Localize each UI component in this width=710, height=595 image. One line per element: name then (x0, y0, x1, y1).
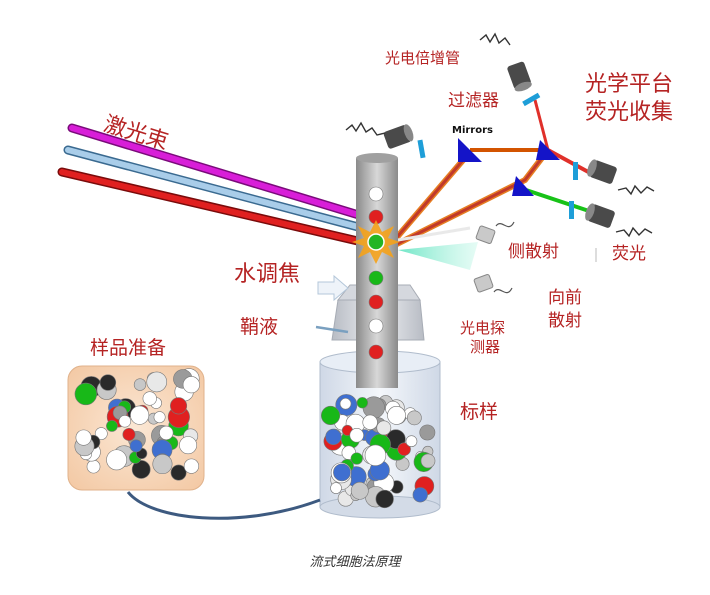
fluorescence-label: 荧光 (612, 244, 646, 264)
cell-icon (339, 397, 352, 410)
cell-icon (405, 435, 418, 448)
cell-icon (179, 436, 198, 455)
cell-icon (333, 463, 351, 482)
cell-icon (368, 186, 384, 202)
sheath-fluid-label: 鞘液 (240, 316, 279, 338)
detector-icon (585, 203, 615, 228)
cell-icon (412, 487, 428, 503)
photodetector-label-1: 光电探 (460, 319, 506, 337)
cell-icon (376, 420, 392, 436)
pmt-label: 光电倍增管 (385, 49, 461, 67)
mirrors (458, 138, 560, 196)
filter-label: 过滤器 (448, 91, 499, 111)
mirror-icon (512, 176, 534, 196)
cell-icon (375, 489, 394, 509)
cell-icon (131, 460, 151, 479)
mirrors-label: Mirrors (452, 125, 493, 136)
forward-scatter-label-2: 散射 (548, 311, 582, 331)
cell-icon (159, 425, 174, 441)
detectors (345, 32, 655, 294)
labeled-sample-label: 标样 (460, 401, 499, 423)
cell-icon (122, 428, 136, 441)
cell-icon (182, 376, 200, 394)
cell-icon (152, 454, 173, 475)
laser-spot (352, 220, 400, 264)
mirror-icon (458, 138, 482, 162)
detector-icon (587, 159, 617, 184)
cell-icon (130, 405, 150, 425)
sheath-line (315, 325, 349, 334)
filters (417, 92, 578, 219)
cell-icon (183, 458, 200, 474)
cell-icon (397, 442, 411, 456)
cell-icon (419, 424, 436, 441)
cell-icon (86, 459, 101, 474)
cell-icon (142, 391, 157, 406)
cell-icon (118, 415, 132, 428)
cell-icon (368, 270, 384, 286)
cell-icon (106, 449, 128, 471)
detector-icon (383, 124, 414, 149)
filter-icon (573, 162, 578, 180)
cell-icon (368, 294, 384, 310)
photodetector-label-2: 测器 (470, 338, 501, 356)
filter-icon (569, 201, 574, 219)
optics-label-2: 荧光收集 (585, 100, 674, 125)
cell-icon (94, 427, 108, 440)
cell-icon (153, 411, 166, 424)
emission-paths (389, 99, 593, 270)
cell-icon (362, 414, 378, 430)
cell-icon (170, 464, 187, 481)
cell-icon (420, 453, 436, 469)
cell-icon (368, 318, 384, 334)
cell-icon (133, 378, 147, 391)
arrow-icon (317, 274, 349, 302)
detector-icon (507, 61, 532, 92)
side-scatter-label: 侧散射 (508, 242, 559, 262)
cell-icon (74, 382, 98, 406)
cell-icon (350, 452, 363, 465)
filter-icon (417, 139, 426, 159)
sample-prep-label: 样品准备 (90, 337, 167, 359)
cell-icon (106, 420, 118, 432)
cell-icon (406, 410, 422, 426)
cell-icon (170, 397, 188, 415)
cell-icon (320, 405, 341, 425)
cell-icon (349, 428, 364, 443)
cell-icon (364, 444, 387, 467)
cell-icon (350, 481, 369, 500)
optics-label-1: 光学平台 (585, 72, 674, 97)
transfer-curve (126, 491, 321, 520)
hydro-focus-label: 水调焦 (234, 262, 301, 287)
cell-icon (129, 439, 143, 453)
cell-icon (99, 374, 117, 391)
cell-icon (75, 429, 92, 446)
mirror-icon (536, 140, 560, 160)
detector-icon (473, 274, 494, 293)
flow-chamber-icon (315, 153, 425, 388)
cell-icon (325, 428, 342, 446)
cell-icon (146, 371, 168, 393)
detector-icon (475, 225, 496, 244)
cell-icon (356, 397, 369, 409)
figure-caption: 流式细胞法原理 (309, 555, 401, 570)
cell-icon (330, 482, 342, 494)
sample-prep-panel (67, 365, 205, 491)
forward-scatter-label-1: 向前 (548, 288, 582, 308)
cell-icon (387, 406, 406, 425)
laser-beams (57, 123, 367, 247)
filter-icon (522, 92, 541, 107)
cell-icon (368, 344, 384, 360)
